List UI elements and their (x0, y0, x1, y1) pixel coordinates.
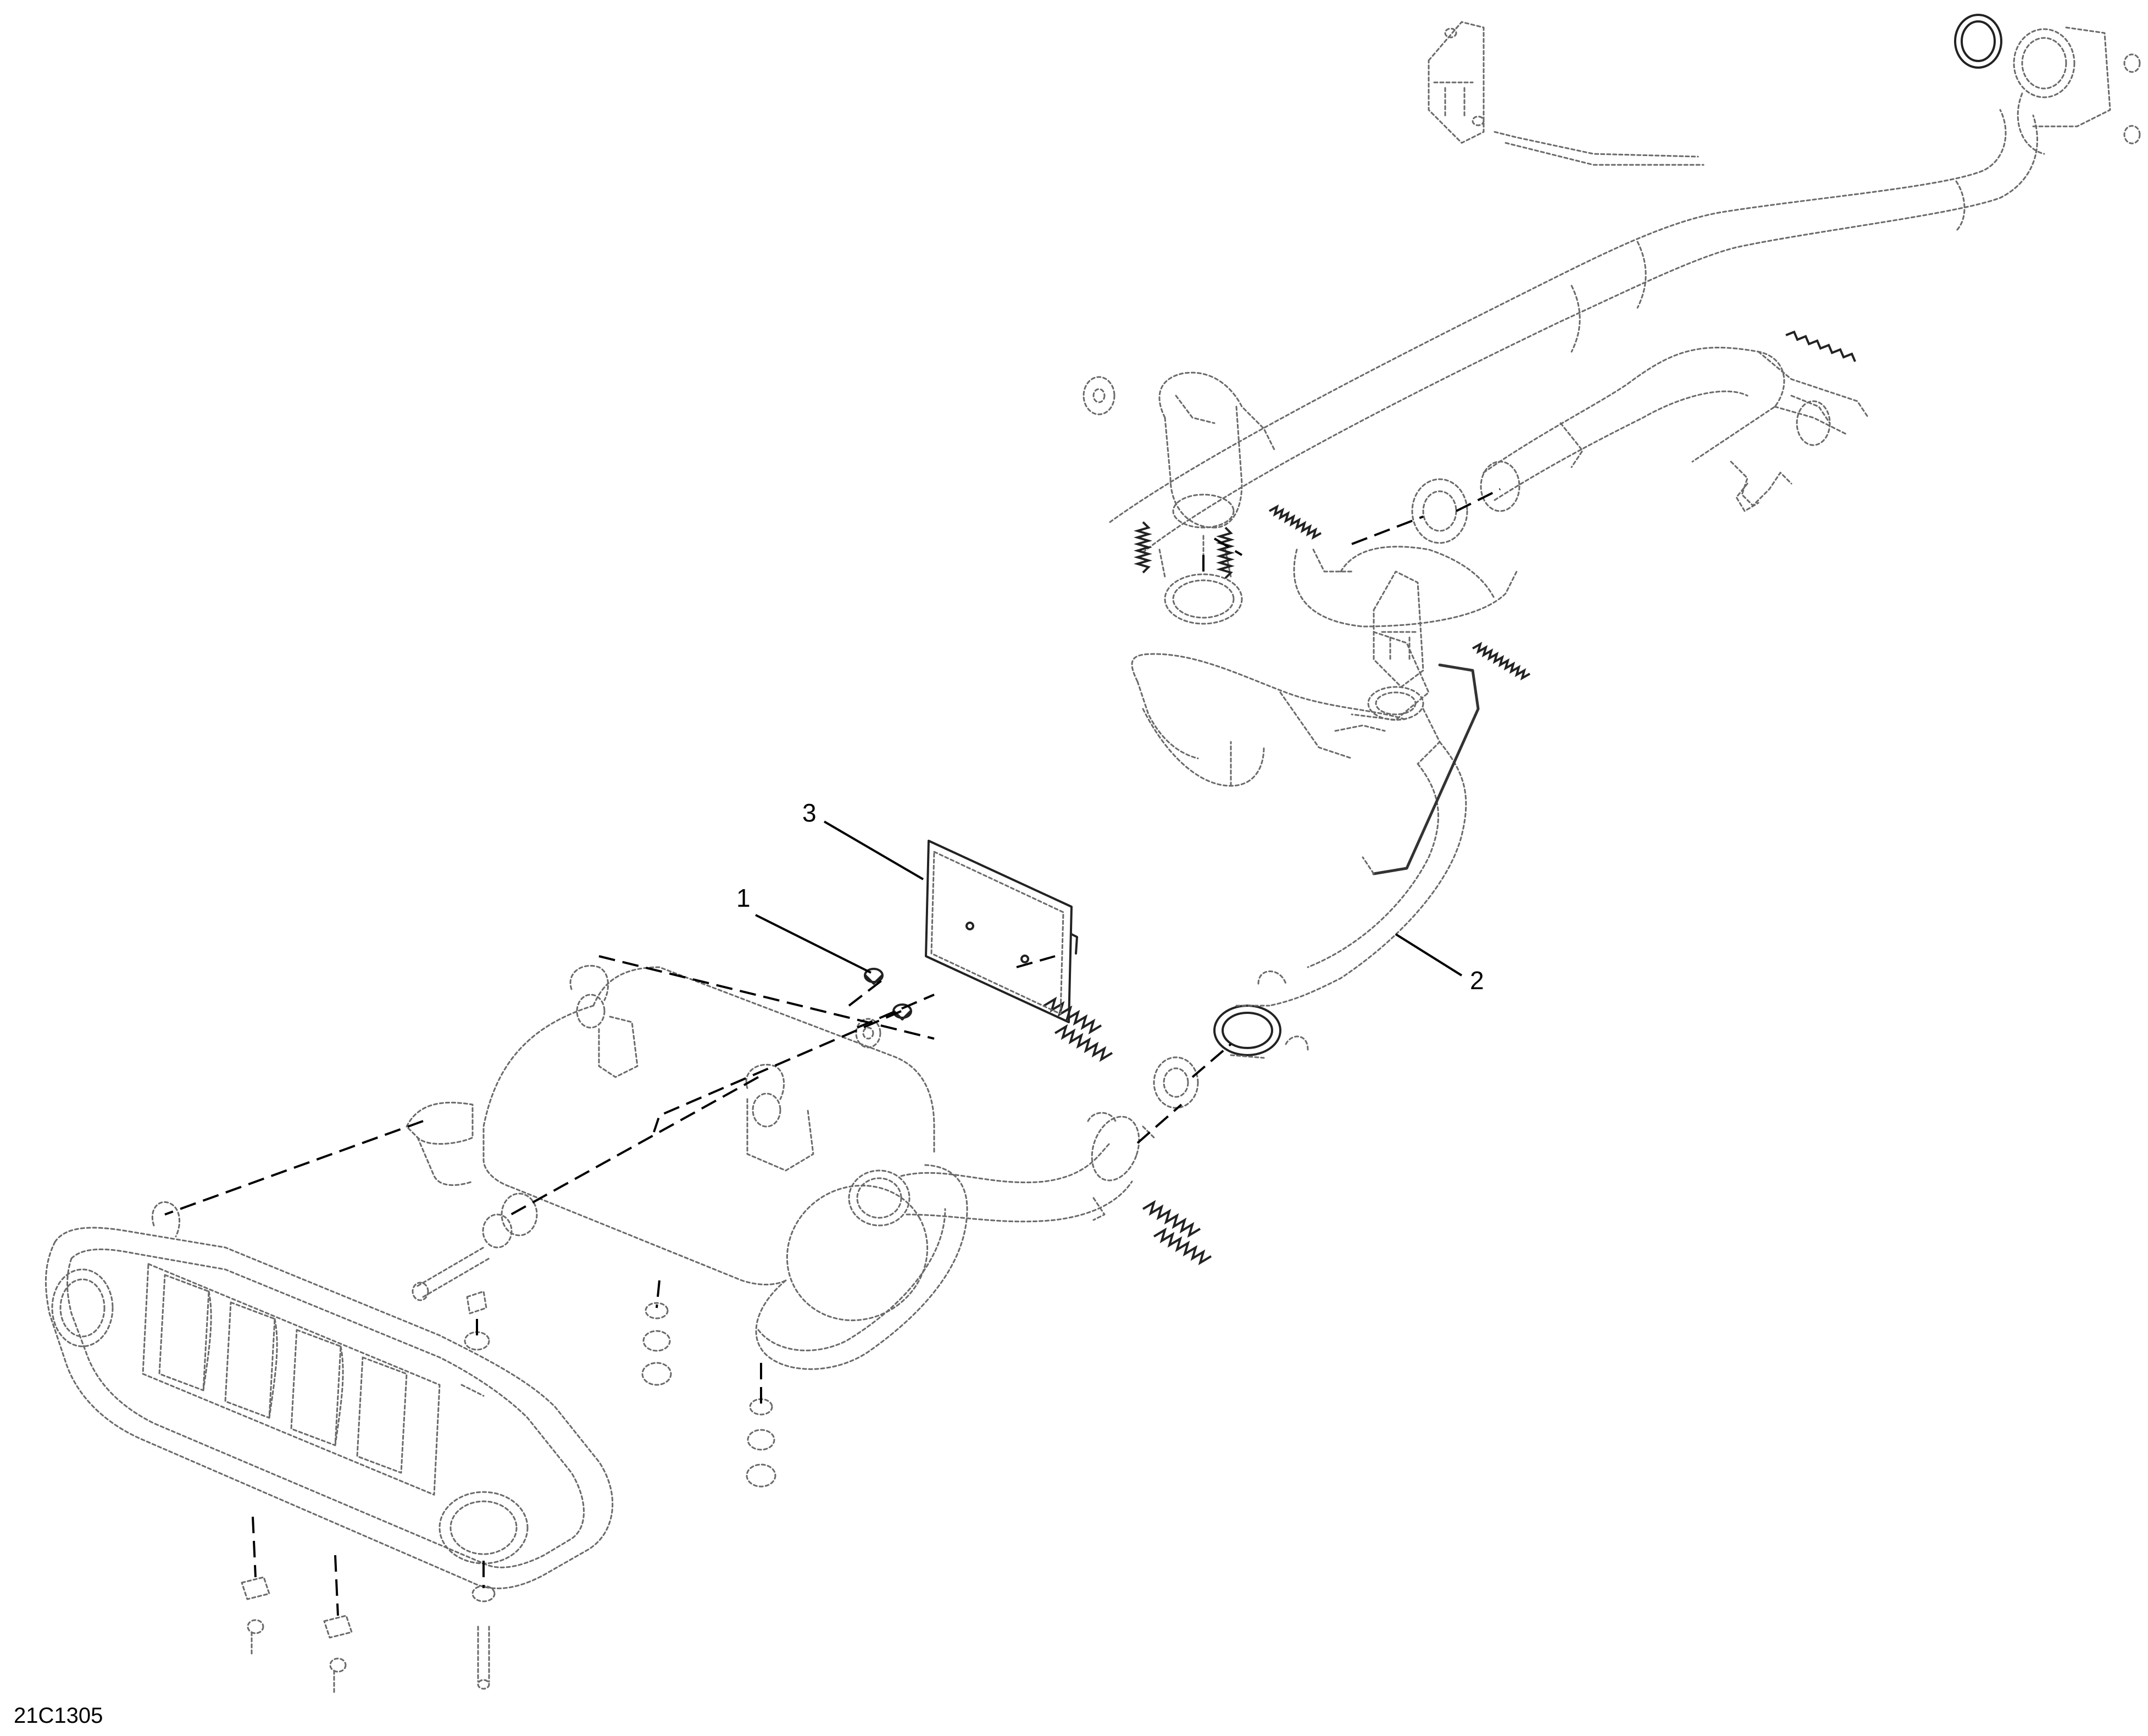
heat-shield-plate (925, 840, 1078, 1023)
figure-code: 21C1305 (14, 1704, 103, 1728)
rubber-hanger-middle (1373, 570, 1424, 688)
downpipe (1213, 663, 1480, 1059)
leader-1 (755, 914, 872, 974)
muffler-end-cover (45, 1201, 614, 1589)
intermediate-pipe (1480, 347, 1869, 512)
leader-3 (823, 820, 924, 880)
exhaust-springs (1043, 504, 1530, 1266)
flange-gasket-top (1954, 14, 2141, 155)
callout-2: 2 (1470, 966, 1484, 995)
callout-3: 3 (802, 798, 817, 827)
muffler-brackets (569, 964, 814, 1172)
callout-leaders (755, 820, 1463, 977)
muffler (406, 966, 1155, 1370)
alignment-lines (164, 488, 1501, 1616)
bracket-right (1730, 461, 1792, 512)
callout-1: 1 (736, 884, 751, 912)
header-y-pipe (1131, 371, 1518, 787)
rubber-hanger-upper (1428, 21, 1485, 144)
screws (864, 968, 912, 1020)
leader-2 (1395, 933, 1463, 977)
upper-exhaust-pipe (1109, 109, 2038, 553)
spring-top-right (1785, 330, 1856, 362)
cover-fasteners (241, 1290, 496, 1694)
rubber-grommets (855, 376, 1468, 1109)
muffler-bottom-hardware (412, 1193, 776, 1488)
